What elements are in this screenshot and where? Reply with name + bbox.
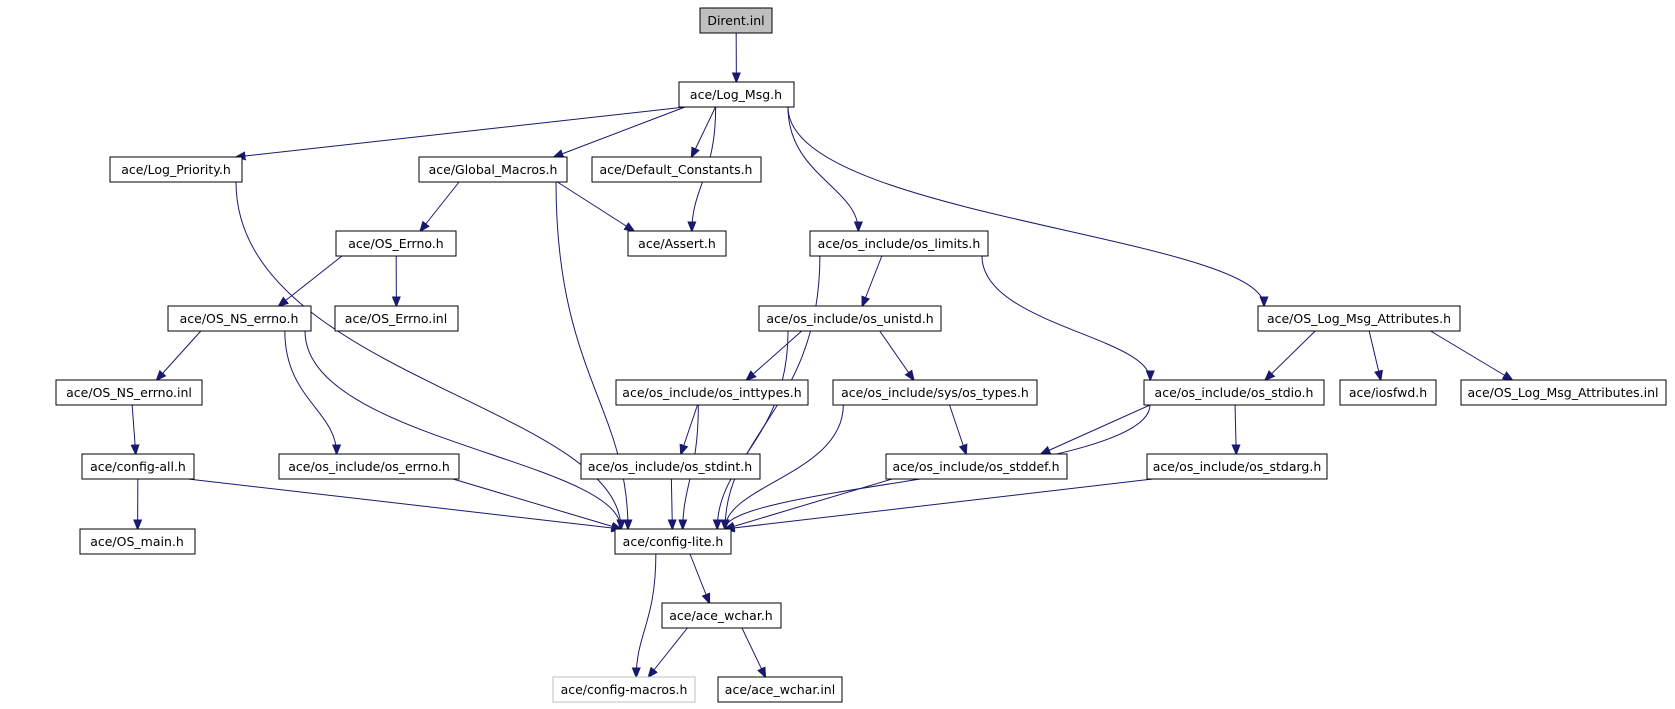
node-sys-os-types-h[interactable]: ace/os_include/sys/os_types.h xyxy=(832,379,1038,406)
node-os-inttypes-h-label: ace/os_include/os_inttypes.h xyxy=(622,385,801,400)
node-os-ns-errno-inl-label: ace/OS_NS_errno.inl xyxy=(66,385,192,400)
edge-ace-wchar-h-to-config-macros-h xyxy=(648,627,688,677)
node-os-inttypes-h[interactable]: ace/os_include/os_inttypes.h xyxy=(615,379,809,406)
node-dirent-inl-label: Dirent.inl xyxy=(707,13,764,28)
node-ace-wchar-inl-label: ace/ace_wchar.inl xyxy=(725,682,835,697)
node-os-stdarg-h-label: ace/os_include/os_stdarg.h xyxy=(1153,459,1322,474)
node-ace-wchar-inl[interactable]: ace/ace_wchar.inl xyxy=(717,676,843,703)
edge-os-ns-errno-inl-to-config-all-h xyxy=(132,404,136,454)
node-assert-h[interactable]: ace/Assert.h xyxy=(627,230,727,257)
edge-os-limits-h-to-os-stdio-h xyxy=(981,255,1150,380)
edge-log-msg-h-to-global-macros-h xyxy=(554,106,686,157)
node-os-stdio-h-label: ace/os_include/os_stdio.h xyxy=(1155,385,1314,400)
node-os-stdint-h-label: ace/os_include/os_stdint.h xyxy=(588,459,752,474)
edge-os-log-msg-attributes-h-to-os-log-msg-attributes-inl xyxy=(1430,330,1513,380)
node-os-stddef-h-label: ace/os_include/os_stddef.h xyxy=(892,459,1059,474)
node-global-macros-h-label: ace/Global_Macros.h xyxy=(429,162,558,177)
edge-os-stdarg-h-to-config-lite-h xyxy=(725,478,1154,529)
node-iosfwd-h-label: ace/iosfwd.h xyxy=(1349,385,1427,400)
node-os-ns-errno-inl[interactable]: ace/OS_NS_errno.inl xyxy=(55,379,203,406)
node-sys-os-types-h-label: ace/os_include/sys/os_types.h xyxy=(841,385,1029,400)
node-ace-wchar-h-label: ace/ace_wchar.h xyxy=(669,608,772,623)
node-os-main-h-label: ace/OS_main.h xyxy=(90,534,184,549)
node-config-lite-h[interactable]: ace/config-lite.h xyxy=(614,528,732,555)
edge-os-unistd-h-to-config-lite-h xyxy=(717,330,789,529)
node-config-macros-h[interactable]: ace/config-macros.h xyxy=(552,676,696,703)
edge-layer xyxy=(132,32,1513,677)
edge-os-stdint-h-to-config-lite-h xyxy=(671,478,672,529)
edge-os-limits-h-to-os-unistd-h xyxy=(862,255,883,306)
edge-config-all-h-to-config-lite-h xyxy=(187,478,621,529)
node-os-unistd-h[interactable]: ace/os_include/os_unistd.h xyxy=(758,305,942,332)
node-os-errno-inl-label: ace/OS_Errno.inl xyxy=(345,311,447,326)
node-os-errno-inl[interactable]: ace/OS_Errno.inl xyxy=(334,305,459,332)
node-os-limits-h[interactable]: ace/os_include/os_limits.h xyxy=(809,230,989,257)
edge-os-unistd-h-to-sys-os-types-h xyxy=(879,330,914,380)
edge-log-msg-h-to-default-constants-h xyxy=(692,106,716,157)
node-os-ns-errno-h[interactable]: ace/OS_NS_errno.h xyxy=(167,305,312,332)
edge-os-inttypes-h-to-os-stdint-h xyxy=(681,404,698,454)
node-os-log-msg-attributes-inl[interactable]: ace/OS_Log_Msg_Attributes.inl xyxy=(1460,379,1667,406)
edge-os-unistd-h-to-os-inttypes-h xyxy=(747,330,803,380)
edge-os-log-msg-attributes-h-to-iosfwd-h xyxy=(1368,330,1381,380)
node-iosfwd-h[interactable]: ace/iosfwd.h xyxy=(1339,379,1437,406)
node-os-include-os-errno-h-label: ace/os_include/os_errno.h xyxy=(288,459,450,474)
node-os-limits-h-label: ace/os_include/os_limits.h xyxy=(818,236,981,251)
node-os-ns-errno-h-label: ace/OS_NS_errno.h xyxy=(180,311,299,326)
edge-os-log-msg-attributes-h-to-os-stdio-h xyxy=(1265,330,1316,380)
node-global-macros-h[interactable]: ace/Global_Macros.h xyxy=(418,156,568,183)
edge-log-msg-h-to-os-limits-h xyxy=(787,106,858,231)
edge-log-priority-h-to-config-lite-h xyxy=(235,181,621,529)
node-log-priority-h-label: ace/Log_Priority.h xyxy=(121,162,231,177)
edge-config-lite-h-to-config-macros-h xyxy=(636,553,657,677)
node-os-errno-h-label: ace/OS_Errno.h xyxy=(348,236,443,251)
edge-config-lite-h-to-ace-wchar-h xyxy=(689,553,709,603)
edge-os-include-os-errno-h-to-config-lite-h xyxy=(452,478,621,529)
edge-os-ns-errno-h-to-os-ns-errno-inl xyxy=(157,330,202,380)
node-os-stdio-h[interactable]: ace/os_include/os_stdio.h xyxy=(1143,379,1325,406)
node-os-unistd-h-label: ace/os_include/os_unistd.h xyxy=(766,311,933,326)
node-log-msg-h[interactable]: ace/Log_Msg.h xyxy=(678,81,795,108)
node-config-lite-h-label: ace/config-lite.h xyxy=(623,534,724,549)
edge-log-msg-h-to-os-log-msg-attributes-h xyxy=(787,106,1264,306)
edge-global-macros-h-to-config-lite-h xyxy=(555,181,628,529)
node-os-main-h[interactable]: ace/OS_main.h xyxy=(79,528,196,555)
node-os-stddef-h[interactable]: ace/os_include/os_stddef.h xyxy=(885,453,1068,480)
edge-os-stddef-h-to-config-lite-h xyxy=(725,478,893,529)
node-dirent-inl[interactable]: Dirent.inl xyxy=(699,7,773,34)
node-config-all-h[interactable]: ace/config-all.h xyxy=(81,453,195,480)
node-default-constants-h[interactable]: ace/Default_Constants.h xyxy=(591,156,762,183)
edge-os-stdio-h-to-os-stddef-h xyxy=(1041,404,1151,454)
node-default-constants-h-label: ace/Default_Constants.h xyxy=(600,162,753,177)
edge-sys-os-types-h-to-os-stddef-h xyxy=(949,404,967,454)
node-os-log-msg-attributes-h[interactable]: ace/OS_Log_Msg_Attributes.h xyxy=(1257,305,1461,332)
edge-ace-wchar-h-to-ace-wchar-inl xyxy=(741,627,765,677)
node-os-log-msg-attributes-h-label: ace/OS_Log_Msg_Attributes.h xyxy=(1267,311,1451,326)
node-log-msg-h-label: ace/Log_Msg.h xyxy=(690,87,782,102)
node-assert-h-label: ace/Assert.h xyxy=(638,236,716,251)
node-config-macros-h-label: ace/config-macros.h xyxy=(561,682,688,697)
node-layer: Dirent.inl ace/Log_Msg.h ace/Log_Priorit… xyxy=(55,7,1667,703)
node-os-stdint-h[interactable]: ace/os_include/os_stdint.h xyxy=(580,453,761,480)
node-config-all-h-label: ace/config-all.h xyxy=(90,459,186,474)
node-log-priority-h[interactable]: ace/Log_Priority.h xyxy=(109,156,243,183)
node-os-errno-h[interactable]: ace/OS_Errno.h xyxy=(335,230,457,257)
node-ace-wchar-h[interactable]: ace/ace_wchar.h xyxy=(661,602,782,629)
edge-os-ns-errno-h-to-config-lite-h xyxy=(304,330,621,529)
edge-os-stdio-h-to-os-stdarg-h xyxy=(1235,404,1236,454)
edge-os-ns-errno-h-to-os-include-os-errno-h xyxy=(284,330,337,454)
edge-os-errno-h-to-os-ns-errno-h xyxy=(279,255,343,306)
edge-log-msg-h-to-log-priority-h xyxy=(236,106,686,157)
node-os-include-os-errno-h[interactable]: ace/os_include/os_errno.h xyxy=(278,453,460,480)
edge-global-macros-h-to-os-errno-h xyxy=(420,181,460,231)
edge-sys-os-types-h-to-config-lite-h xyxy=(725,404,844,529)
edge-global-macros-h-to-assert-h xyxy=(557,181,634,231)
node-os-stdarg-h[interactable]: ace/os_include/os_stdarg.h xyxy=(1146,453,1328,480)
node-os-log-msg-attributes-inl-label: ace/OS_Log_Msg_Attributes.inl xyxy=(1467,385,1658,400)
